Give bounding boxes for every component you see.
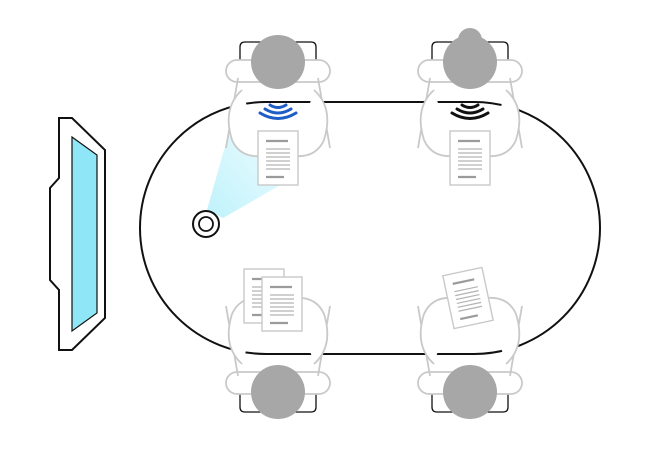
camera-icon xyxy=(192,210,220,238)
person-head xyxy=(443,365,497,419)
camera-beam xyxy=(207,118,296,218)
hair-bun xyxy=(458,28,482,52)
sound-wave-icon xyxy=(258,103,298,120)
person-head xyxy=(443,35,497,89)
sound-wave-icon xyxy=(450,103,490,120)
person-head xyxy=(251,365,305,419)
seat-top-left xyxy=(225,35,331,187)
paper-document xyxy=(448,129,492,187)
wall-display xyxy=(49,117,106,351)
paper-document xyxy=(256,129,300,187)
seat-bottom-right xyxy=(417,266,523,419)
display-screen xyxy=(71,135,98,333)
paper-document xyxy=(260,275,304,333)
seat-top-right xyxy=(417,28,523,187)
person-head xyxy=(251,35,305,89)
seat-bottom-left xyxy=(225,267,331,419)
